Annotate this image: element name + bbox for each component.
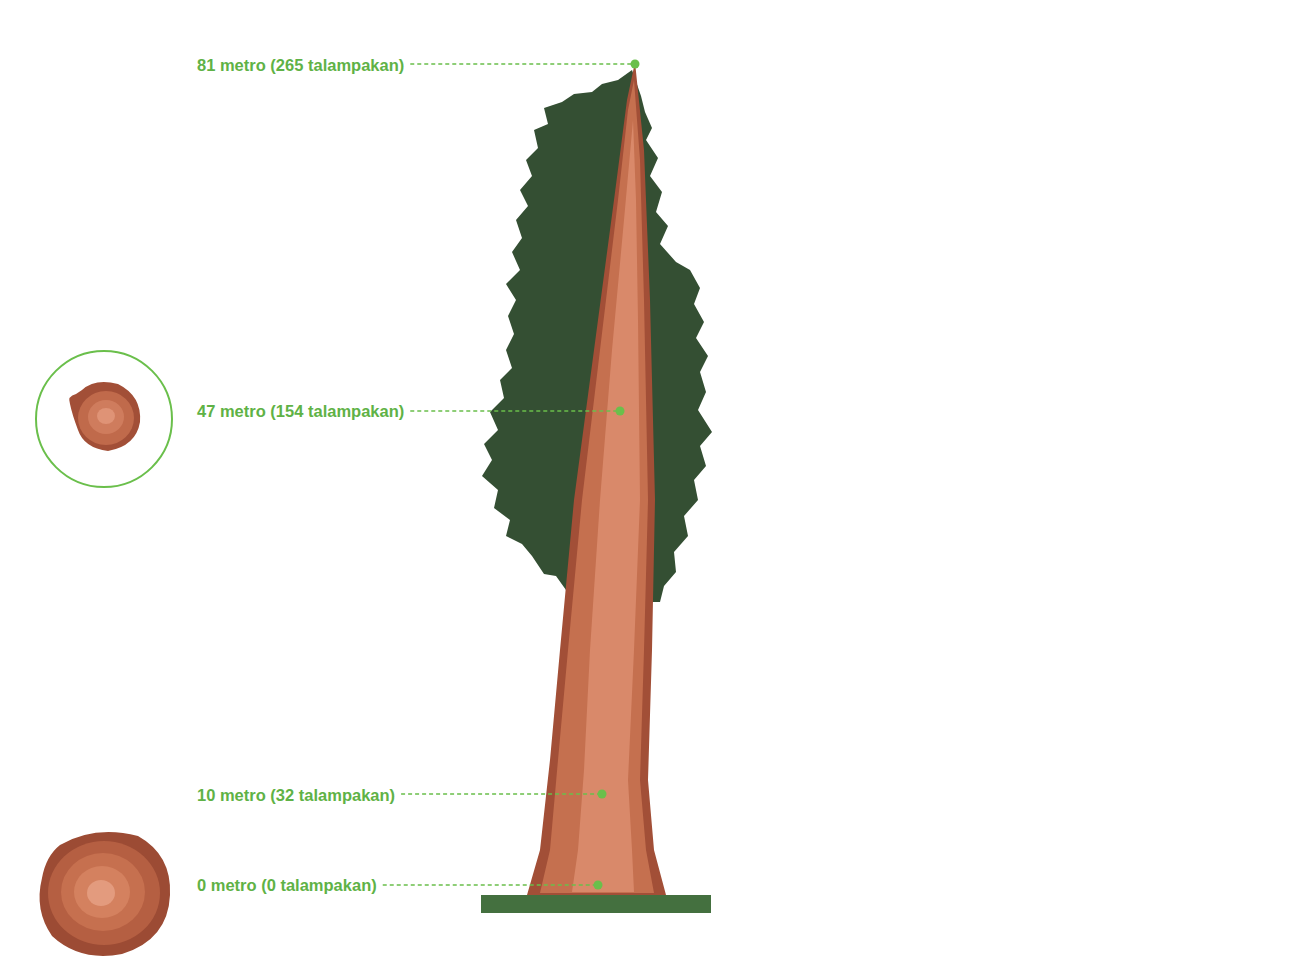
height-marker — [598, 790, 607, 799]
trunk-highlight — [572, 120, 640, 892]
height-marker — [594, 881, 603, 890]
trunk — [527, 62, 666, 895]
height-marker — [616, 407, 625, 416]
leader-line — [410, 410, 620, 412]
leader-line — [410, 63, 635, 65]
height-label: 10 metro (32 talampakan) — [197, 785, 395, 805]
height-label: 47 metro (154 talampakan) — [197, 401, 404, 421]
ground — [481, 895, 711, 913]
height-marker — [631, 60, 640, 69]
leader-line — [401, 793, 602, 795]
height-label: 0 metro (0 talampakan) — [197, 875, 377, 895]
leader-line — [383, 884, 598, 886]
small-cross-section — [69, 382, 140, 451]
height-label: 81 metro (265 talampakan) — [197, 55, 404, 75]
trunk-light — [540, 80, 654, 893]
section-frame — [36, 351, 172, 487]
large-cross-section — [40, 832, 171, 956]
